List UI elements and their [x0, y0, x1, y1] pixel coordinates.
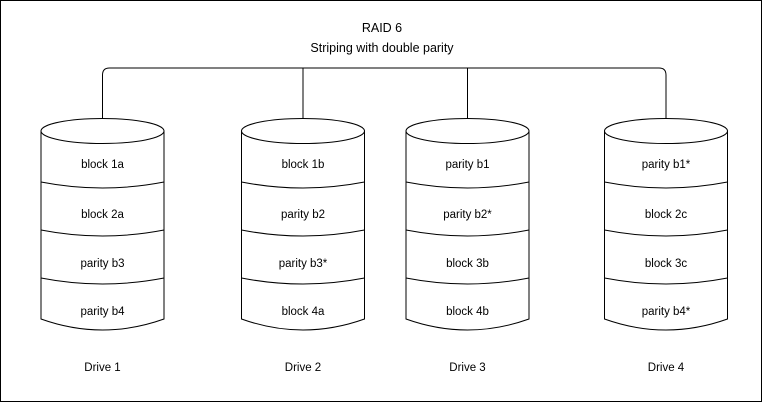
- drive-4-group[interactable]: parity b1* block 2c block 3c parity b4* …: [604, 118, 728, 375]
- drive-2-block-3: parity b3*: [279, 258, 328, 270]
- drive-4-block-4: parity b4*: [642, 306, 691, 318]
- drive-1-label: Drive 1: [84, 362, 120, 374]
- drive-bus-connector: [103, 68, 667, 131]
- drive-4-divider-3: [605, 278, 728, 284]
- drive-4-divider-2: [605, 230, 728, 236]
- drive-2-divider-2: [242, 230, 365, 236]
- drive-4-label: Drive 4: [648, 362, 685, 374]
- drive-3-cylinder-body: [405, 119, 530, 331]
- drive-1-divider-2: [41, 230, 164, 236]
- drive-4-divider-1: [605, 182, 728, 188]
- drive-4-block-1: parity b1*: [642, 159, 691, 171]
- drive-1-divider-1: [41, 182, 164, 188]
- drive-2-divider-3: [242, 278, 365, 284]
- drive-3-label: Drive 3: [449, 362, 485, 374]
- drive-4-cylinder-body: [604, 119, 728, 331]
- drive-2-block-2: parity b2: [281, 209, 325, 221]
- drive-1-group[interactable]: block 1a block 2a parity b3 parity b4 Dr…: [40, 118, 165, 375]
- drive-3-block-3: block 3b: [446, 258, 489, 270]
- drive-2-label: Drive 2: [285, 362, 321, 374]
- drive-3-block-1: parity b1: [445, 159, 489, 171]
- bus-rail-path: [103, 68, 667, 131]
- drive-4-cylinder-top: [604, 118, 728, 144]
- drive-3-group[interactable]: parity b1 parity b2* block 3b block 4b D…: [405, 118, 530, 375]
- drive-1-block-3: parity b3: [80, 258, 124, 270]
- drive-3-block-2: parity b2*: [443, 209, 492, 221]
- drive-3-block-4: block 4b: [446, 306, 489, 318]
- drive-1-divider-3: [41, 278, 164, 284]
- drive-3-divider-2: [406, 230, 529, 236]
- drive-1-block-2: block 2a: [81, 209, 124, 221]
- drive-2-cylinder-body: [241, 119, 365, 331]
- drive-1-cylinder-body: [40, 119, 165, 331]
- drive-2-cylinder-top: [241, 118, 365, 144]
- drive-1-block-1: block 1a: [81, 159, 124, 171]
- drive-1-block-4: parity b4: [80, 306, 125, 318]
- drive-1-cylinder-top: [40, 118, 165, 144]
- diagram-title-line2: Striping with double parity: [310, 41, 454, 55]
- drive-2-block-4: block 4a: [282, 306, 325, 318]
- drive-4-block-2: block 2c: [645, 209, 687, 221]
- drive-2-block-1: block 1b: [282, 159, 325, 171]
- diagram-title-line1: RAID 6: [362, 21, 402, 35]
- drive-2-divider-1: [242, 182, 365, 188]
- drive-3-divider-3: [406, 278, 529, 284]
- drive-4-block-3: block 3c: [645, 258, 687, 270]
- drive-3-cylinder-top: [405, 118, 530, 144]
- drive-2-group[interactable]: block 1b parity b2 parity b3* block 4a D…: [241, 118, 365, 375]
- drive-3-divider-1: [406, 182, 529, 188]
